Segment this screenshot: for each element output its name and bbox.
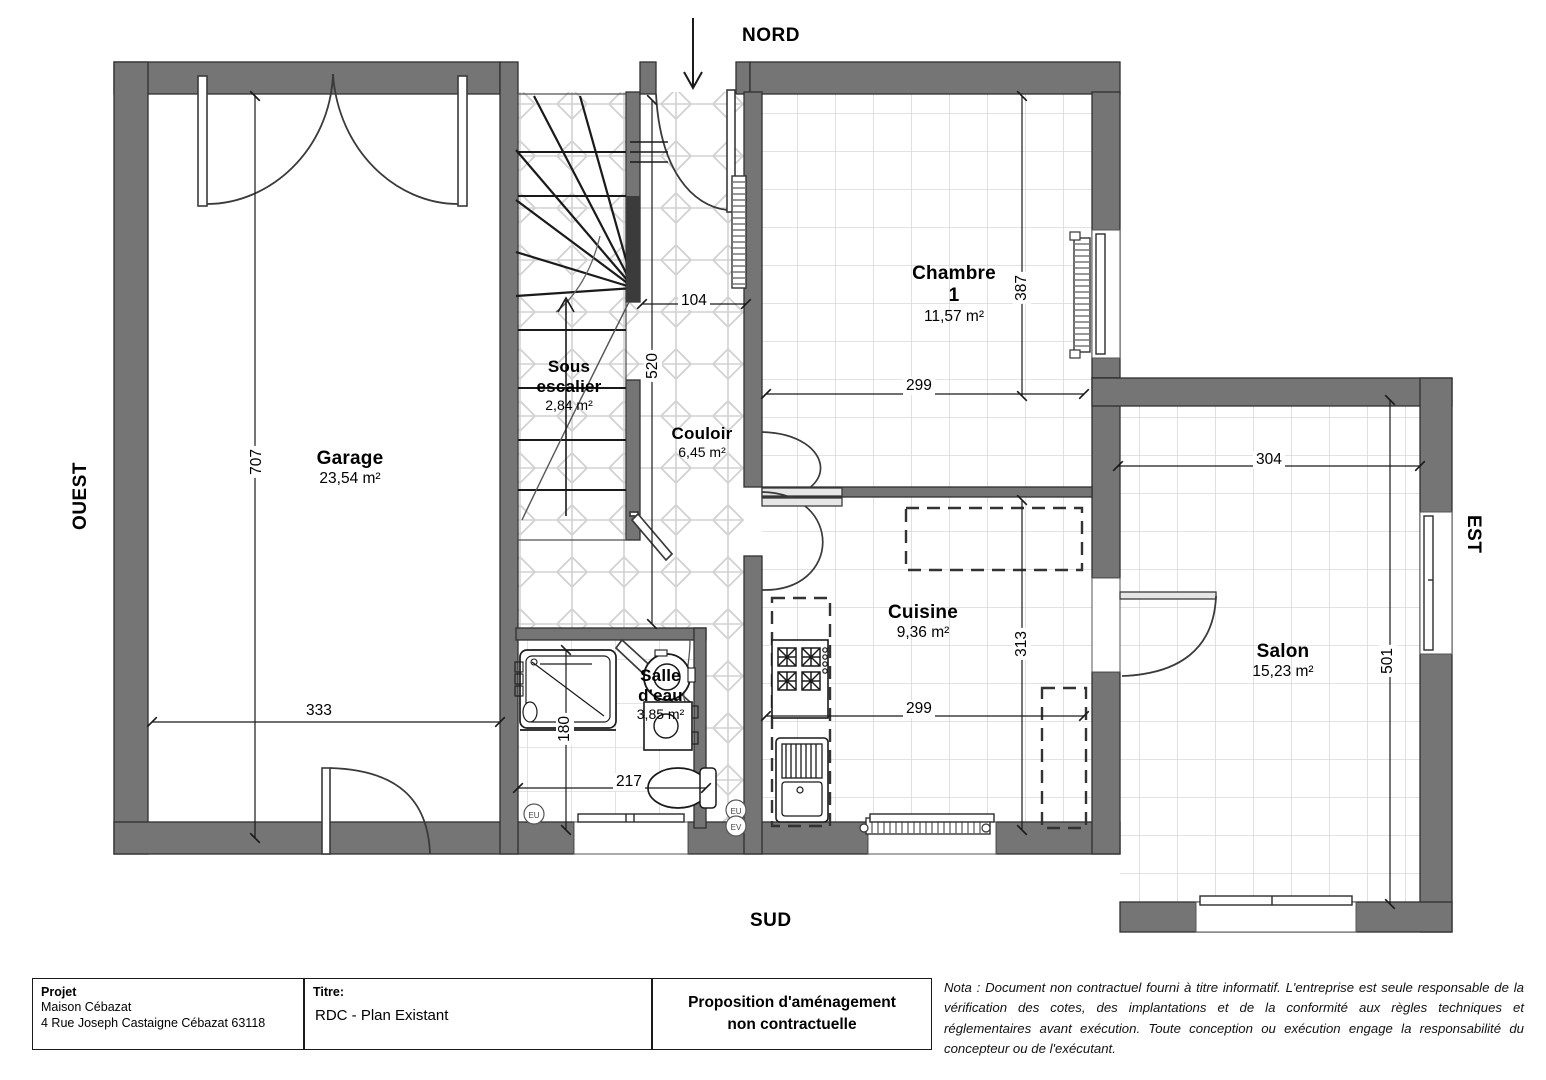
titre-label: Titre: — [313, 985, 345, 999]
dimension-sde-width: 217 — [613, 773, 645, 791]
compass-label-ouest: OUEST — [70, 462, 91, 530]
staircase-winder — [515, 93, 668, 541]
wall-east-salon — [1419, 377, 1453, 933]
salon-door — [1119, 591, 1217, 677]
title-block-projet-cell: Projet Maison Cébazat 4 Rue Joseph Casta… — [32, 978, 304, 1050]
compass-label-sud: SUD — [750, 910, 792, 931]
dimension-chambre-depth: 387 — [1013, 272, 1031, 304]
wall-north-garage — [113, 61, 501, 95]
room-name-line2: escalier — [536, 377, 602, 397]
sde-window-opening — [573, 821, 689, 855]
dimension-cuisine-depth: 313 — [1013, 628, 1031, 660]
room-label-salle-deau: Salle d'eau 3,85 m² — [608, 666, 713, 723]
room-area: 2,84 m² — [545, 397, 593, 414]
garage-side-door — [321, 767, 431, 855]
dimension-salon-height: 501 — [1379, 645, 1397, 677]
room-area: 15,23 m² — [1252, 663, 1314, 681]
room-label-sous-escalier: Sous escalier 2,84 m² — [510, 357, 628, 414]
room-label-garage: Garage 23,54 m² — [255, 448, 445, 489]
svg-text:EU: EU — [730, 807, 741, 816]
title-block-proposition-cell: Proposition d'aménagement non contractue… — [652, 978, 932, 1050]
room-name-line1: Sous — [547, 357, 591, 376]
sde-sink — [643, 701, 699, 751]
entry-door — [655, 89, 736, 213]
room-name: Cuisine — [887, 602, 959, 623]
room-name: Couloir — [671, 424, 733, 443]
floor-fills — [148, 92, 1420, 930]
couloir-radiator — [731, 175, 747, 289]
projet-name: Maison Cébazat — [41, 1000, 132, 1014]
dimension-salon-width: 304 — [1253, 451, 1285, 469]
cabinet-east — [1040, 686, 1088, 830]
dimension-chambre-width: 299 — [903, 377, 935, 395]
proposition-line2: non contractuelle — [727, 1016, 857, 1033]
sde-plumbing-marks: EU EU EV — [523, 799, 747, 837]
wall-sde-north — [515, 627, 707, 641]
room-name-line2: 1 — [948, 285, 960, 307]
room-area: 9,36 m² — [896, 624, 950, 642]
room-name-line2: d'eau — [638, 686, 683, 706]
dimension-couloir-width: 104 — [678, 292, 710, 310]
room-area: 23,54 m² — [319, 470, 381, 488]
dimension-cuisine-width: 299 — [903, 700, 935, 718]
salon-floor — [1120, 400, 1420, 930]
garage-double-door — [197, 73, 468, 207]
dimension-sde-height: 180 — [556, 713, 574, 745]
room-name-line1: Chambre — [912, 263, 996, 284]
projet-address: 4 Rue Joseph Castaigne Cébazat 63118 — [41, 1016, 266, 1030]
room-name: Salon — [1256, 641, 1310, 662]
wall-north-entry-right — [735, 61, 751, 95]
titre-value: RDC - Plan Existant — [315, 1007, 449, 1024]
cabinet-upper — [904, 506, 1084, 572]
wall-east-lower-salon — [1091, 671, 1121, 855]
wall-north-entry-left — [639, 61, 657, 95]
room-area: 6,45 m² — [678, 444, 726, 461]
title-block-titre-cell: Titre: RDC - Plan Existant — [304, 978, 652, 1050]
salon-door-opening — [1091, 577, 1121, 673]
room-label-cuisine: Cuisine 9,36 m² — [858, 602, 988, 643]
room-name: Garage — [316, 448, 384, 469]
dimension-garage-width: 333 — [303, 702, 335, 720]
wall-garage-hall — [499, 61, 519, 855]
compass-label-nord: NORD — [742, 25, 800, 46]
cuisine-stove — [771, 639, 829, 719]
room-name-line1: Salle — [640, 666, 681, 685]
room-area: 3,85 m² — [636, 706, 685, 723]
wall-north-salon — [1091, 377, 1453, 407]
nota-text: Nota : Document non contractuel fourni à… — [944, 980, 1524, 1057]
wall-west — [113, 61, 149, 855]
wall-hall-cuisine — [743, 555, 763, 855]
svg-text:EV: EV — [731, 823, 742, 832]
proposition-line1: Proposition d'aménagement — [688, 993, 896, 1011]
room-label-couloir: Couloir 6,45 m² — [652, 424, 752, 461]
room-area: 11,57 m² — [923, 307, 985, 325]
couloir-cuisine-door — [761, 491, 843, 591]
projet-label: Projet — [41, 985, 77, 999]
svg-text:EU: EU — [528, 811, 539, 820]
room-label-chambre-1: Chambre 1 11,57 m² — [880, 263, 1028, 326]
wall-south-center — [687, 821, 869, 855]
dimension-garage-height: 707 — [248, 446, 266, 478]
wall-east-upper-salon — [1091, 377, 1121, 579]
room-label-salon: Salon 15,23 m² — [1218, 641, 1348, 682]
compass-label-est: EST — [1463, 515, 1484, 554]
north-arrow — [683, 18, 703, 91]
chambre-radiator — [1069, 231, 1091, 359]
dimension-couloir-height: 520 — [644, 350, 662, 382]
wall-south-west — [113, 821, 575, 855]
cuisine-sink — [775, 737, 829, 823]
salon-window-south-opening — [1195, 901, 1357, 933]
sde-washer — [643, 649, 696, 701]
title-block: Projet Maison Cébazat 4 Rue Joseph Casta… — [32, 978, 932, 1050]
wall-hall-chambre — [743, 91, 763, 488]
window-symbols — [577, 233, 1434, 906]
wall-north-chambre — [749, 61, 1121, 95]
